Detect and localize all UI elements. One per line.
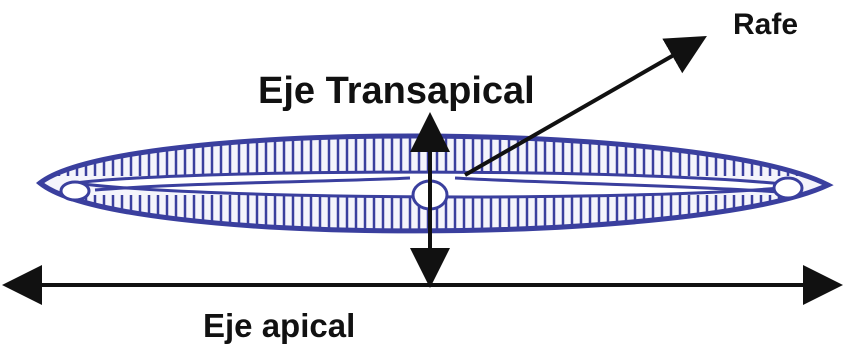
polar-nodule-right [774, 178, 802, 198]
transapical-axis-label: Eje Transapical [258, 70, 535, 113]
raphe-label: Rafe [733, 8, 798, 42]
polar-nodule-left [61, 182, 89, 200]
diatom-valve [40, 120, 828, 250]
apical-axis-label: Eje apical [203, 307, 355, 345]
